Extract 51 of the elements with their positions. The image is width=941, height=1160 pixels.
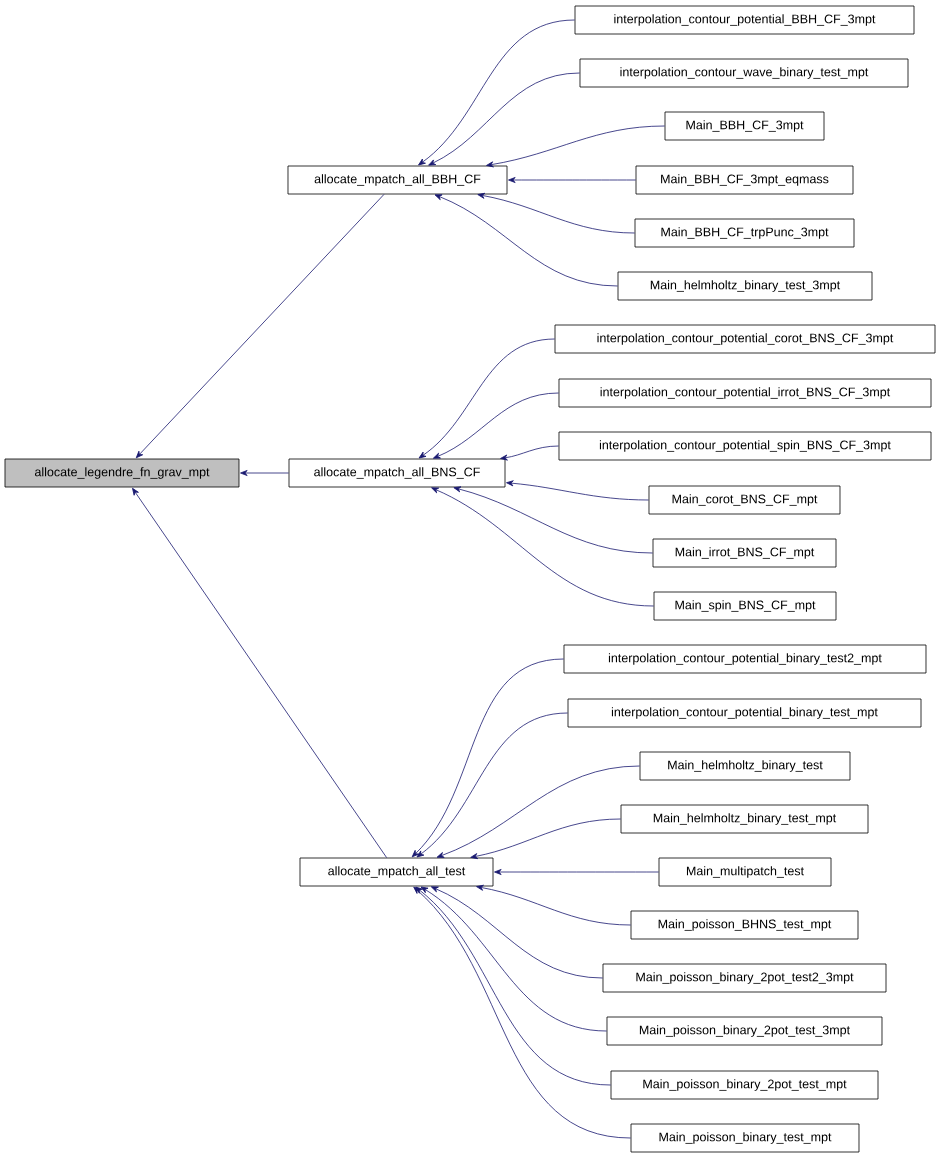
arrow	[500, 445, 559, 461]
arrow	[477, 192, 635, 234]
arrow	[132, 487, 387, 858]
arrow	[418, 19, 575, 166]
arrow	[240, 470, 289, 476]
highlighted-function-box: allocate_legendre_fn_grav_mpt	[4, 458, 240, 488]
arrow	[416, 712, 568, 858]
function-box: Main_BBH_CF_trpPunc_3mpt	[634, 218, 855, 248]
arrow	[508, 177, 636, 183]
arrow	[135, 194, 385, 459]
function-box: Main_BBH_CF_3mpt_eqmass	[635, 165, 854, 195]
arrow	[434, 194, 618, 287]
function-box: interpolation_contour_potential_BBH_CF_3mpt	[574, 5, 915, 35]
function-box: Main_irrot_BNS_CF_mpt	[652, 538, 837, 568]
function-box: allocate_mpatch_all_BBH_CF	[287, 165, 508, 195]
function-box: interpolation_contour_potential_irrot_BNS_CF_3mpt	[558, 378, 932, 408]
function-box: Main_corot_BNS_CF_mpt	[648, 485, 841, 515]
arrow	[494, 869, 659, 875]
arrow	[432, 392, 559, 459]
function-box: Main_helmholtz_binary_test_3mpt	[617, 271, 873, 301]
function-box: Main_poisson_BHNS_test_mpt	[630, 910, 859, 940]
arrow	[428, 72, 580, 166]
function-box: Main_poisson_binary_2pot_test_3mpt	[606, 1016, 883, 1046]
function-box: interpolation_contour_potential_spin_BNS_CF_3mpt	[558, 431, 932, 461]
function-box: Main_helmholtz_binary_test_mpt	[620, 804, 869, 834]
arrow	[411, 658, 564, 858]
function-box: Main_poisson_binary_test_mpt	[630, 1123, 860, 1153]
function-box: interpolation_contour_potential_binary_test2_mpt	[563, 644, 927, 674]
function-box: allocate_mpatch_all_BNS_CF	[288, 458, 506, 488]
arrow	[506, 480, 649, 501]
arrow	[431, 487, 654, 607]
arrow	[415, 886, 611, 1086]
arrow	[476, 884, 631, 926]
function-box: interpolation_contour_potential_corot_BNS_CF_3mpt	[554, 324, 936, 354]
function-box: interpolation_contour_wave_binary_test_mpt	[579, 58, 909, 88]
function-box: allocate_mpatch_all_test	[299, 857, 494, 887]
arrow	[436, 765, 640, 858]
arrow	[420, 886, 607, 1032]
function-box: interpolation_contour_potential_binary_test_mpt	[567, 698, 922, 728]
function-box: Main_poisson_binary_2pot_test2_3mpt	[602, 963, 887, 993]
arrow	[486, 125, 665, 168]
arrow	[430, 886, 603, 979]
function-box: Main_BBH_CF_3mpt	[664, 111, 825, 141]
function-box: Main_poisson_binary_2pot_test_mpt	[610, 1070, 879, 1100]
function-box: Main_multipatch_test	[658, 857, 832, 887]
arrow	[453, 486, 653, 554]
function-box: Main_helmholtz_binary_test	[639, 751, 851, 781]
arrow	[470, 818, 621, 860]
arrow	[413, 886, 631, 1139]
function-box: Main_spin_BNS_CF_mpt	[653, 591, 837, 621]
arrow	[418, 338, 555, 459]
